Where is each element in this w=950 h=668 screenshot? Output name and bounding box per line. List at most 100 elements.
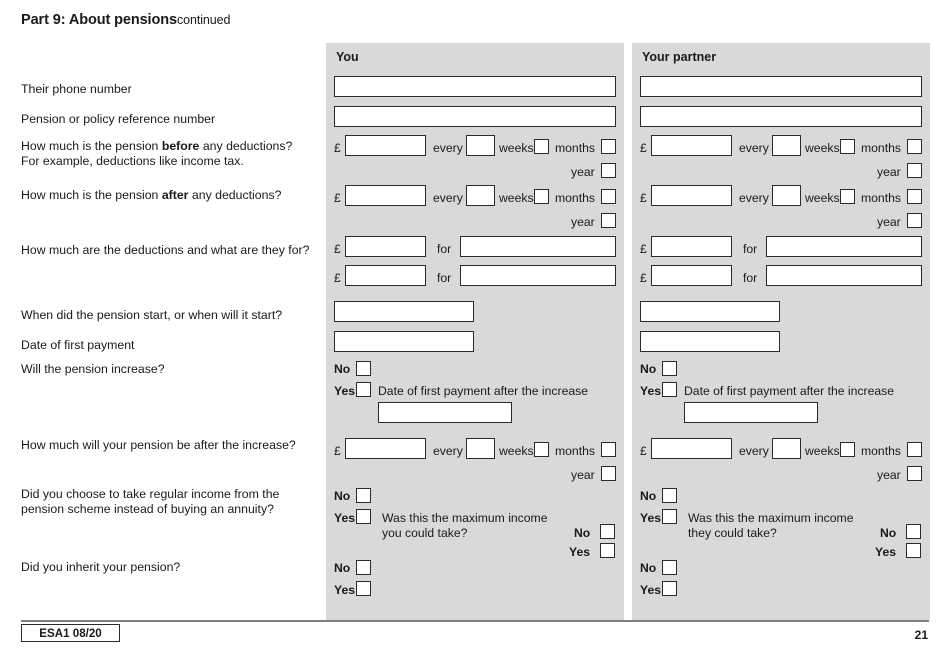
you-increase-yes-checkbox[interactable] <box>356 382 371 397</box>
partner-inc-weeks-checkbox[interactable] <box>840 442 855 457</box>
partner-before-months-checkbox[interactable] <box>907 139 922 154</box>
question-label-pension-before-line2: For example, deductions like income tax. <box>21 153 244 168</box>
you-inherit-no-checkbox[interactable] <box>356 560 371 575</box>
partner-policy-ref-input[interactable] <box>640 106 922 127</box>
question-label-pension-after: How much is the pension after any deduct… <box>21 188 282 202</box>
partner-inherit-no-checkbox[interactable] <box>662 560 677 575</box>
partner-increase-no-label: No <box>640 362 657 376</box>
partner-after-year-checkbox[interactable] <box>907 213 922 228</box>
partner-inc-amount-input[interactable] <box>651 438 732 459</box>
you-inc-year-label: year <box>571 468 595 482</box>
partner-max-yes-label: Yes <box>875 545 897 559</box>
partner-phone-input[interactable] <box>640 76 922 97</box>
you-before-months-checkbox[interactable] <box>601 139 616 154</box>
you-regular-yes-checkbox[interactable] <box>356 509 371 524</box>
page-title: Part 9: About pensionscontinued <box>21 12 230 28</box>
partner-pension-start-date-input[interactable] <box>640 301 780 322</box>
partner-after-weeks-checkbox[interactable] <box>840 189 855 204</box>
partner-max-no-checkbox[interactable] <box>906 524 921 539</box>
you-regular-no-checkbox[interactable] <box>356 488 371 503</box>
you-first-payment-date-input[interactable] <box>334 331 474 352</box>
partner-regular-no-label: No <box>640 489 657 503</box>
you-deduction1-for-label: for <box>437 242 452 256</box>
partner-inherit-no-label: No <box>640 561 657 575</box>
you-before-every-input[interactable] <box>466 135 495 156</box>
you-inc-every-label: every <box>433 444 463 458</box>
partner-inc-every-label: every <box>739 444 769 458</box>
partner-deduction2-for-input[interactable] <box>766 265 922 286</box>
partner-before-every-input[interactable] <box>772 135 801 156</box>
you-increase-no-checkbox[interactable] <box>356 361 371 376</box>
partner-deduction2-for-label: for <box>743 271 758 285</box>
you-phone-input[interactable] <box>334 76 616 97</box>
partner-deduction1-for-input[interactable] <box>766 236 922 257</box>
you-deduction1-for-input[interactable] <box>460 236 616 257</box>
partner-increase-date-input[interactable] <box>684 402 818 423</box>
question-label-pension-before: How much is the pension before any deduc… <box>21 139 293 168</box>
you-increase-no-label: No <box>334 362 351 376</box>
you-before-pound: £ <box>334 141 341 155</box>
partner-inc-months-label: months <box>861 444 901 458</box>
you-before-weeks-checkbox[interactable] <box>534 139 549 154</box>
you-max-no-label: No <box>574 526 591 540</box>
you-max-no-checkbox[interactable] <box>600 524 615 539</box>
column-heading-you: You <box>336 50 359 64</box>
you-inc-months-checkbox[interactable] <box>601 442 616 457</box>
you-inc-weeks-checkbox[interactable] <box>534 442 549 457</box>
you-policy-ref-input[interactable] <box>334 106 616 127</box>
partner-inherit-yes-checkbox[interactable] <box>662 581 677 596</box>
you-before-year-checkbox[interactable] <box>601 163 616 178</box>
partner-after-amount-input[interactable] <box>651 185 732 206</box>
you-inc-amount-input[interactable] <box>345 438 426 459</box>
partner-after-weeks-label: weeks <box>805 191 840 205</box>
you-max-yes-checkbox[interactable] <box>600 543 615 558</box>
you-after-every-input[interactable] <box>466 185 495 206</box>
footer-divider <box>21 620 929 622</box>
you-increase-date-input[interactable] <box>378 402 512 423</box>
you-deduction2-pound: £ <box>334 271 341 285</box>
you-deduction2-amount-input[interactable] <box>345 265 426 286</box>
partner-deduction2-amount-input[interactable] <box>651 265 732 286</box>
you-inc-every-input[interactable] <box>466 438 495 459</box>
partner-regular-no-checkbox[interactable] <box>662 488 677 503</box>
partner-inc-months-checkbox[interactable] <box>907 442 922 457</box>
you-after-weeks-checkbox[interactable] <box>534 189 549 204</box>
question-label-deductions: How much are the deductions and what are… <box>21 243 310 257</box>
partner-increase-yes-checkbox[interactable] <box>662 382 677 397</box>
you-after-amount-input[interactable] <box>345 185 426 206</box>
question-label-regular-income: Did you choose to take regular income fr… <box>21 487 280 516</box>
you-regular-no-label: No <box>334 489 351 503</box>
partner-before-weeks-checkbox[interactable] <box>840 139 855 154</box>
partner-after-months-checkbox[interactable] <box>907 189 922 204</box>
partner-inherit-yes-label: Yes <box>640 583 662 597</box>
partner-inc-year-checkbox[interactable] <box>907 466 922 481</box>
you-pension-start-date-input[interactable] <box>334 301 474 322</box>
you-inc-year-checkbox[interactable] <box>601 466 616 481</box>
you-before-amount-input[interactable] <box>345 135 426 156</box>
question-label-pension-start: When did the pension start, or when will… <box>21 308 283 322</box>
partner-before-year-checkbox[interactable] <box>907 163 922 178</box>
you-inc-weeks-label: weeks <box>499 444 534 458</box>
partner-after-every-input[interactable] <box>772 185 801 206</box>
you-deduction1-amount-input[interactable] <box>345 236 426 257</box>
partner-inc-pound: £ <box>640 444 647 458</box>
partner-regular-yes-checkbox[interactable] <box>662 509 677 524</box>
you-deduction2-for-label: for <box>437 271 452 285</box>
partner-deduction2-pound: £ <box>640 271 647 285</box>
you-inc-months-label: months <box>555 444 595 458</box>
question-label-inherit: Did you inherit your pension? <box>21 560 181 574</box>
partner-after-pound: £ <box>640 191 647 205</box>
you-inherit-yes-checkbox[interactable] <box>356 581 371 596</box>
partner-increase-no-checkbox[interactable] <box>662 361 677 376</box>
partner-deduction1-amount-input[interactable] <box>651 236 732 257</box>
partner-max-yes-checkbox[interactable] <box>906 543 921 558</box>
you-inherit-yes-label: Yes <box>334 583 356 597</box>
you-after-year-checkbox[interactable] <box>601 213 616 228</box>
partner-before-amount-input[interactable] <box>651 135 732 156</box>
partner-first-payment-date-input[interactable] <box>640 331 780 352</box>
you-deduction2-for-input[interactable] <box>460 265 616 286</box>
partner-inc-every-input[interactable] <box>772 438 801 459</box>
you-after-months-checkbox[interactable] <box>601 189 616 204</box>
partner-after-every-label: every <box>739 191 769 205</box>
partner-before-weeks-label: weeks <box>805 141 840 155</box>
